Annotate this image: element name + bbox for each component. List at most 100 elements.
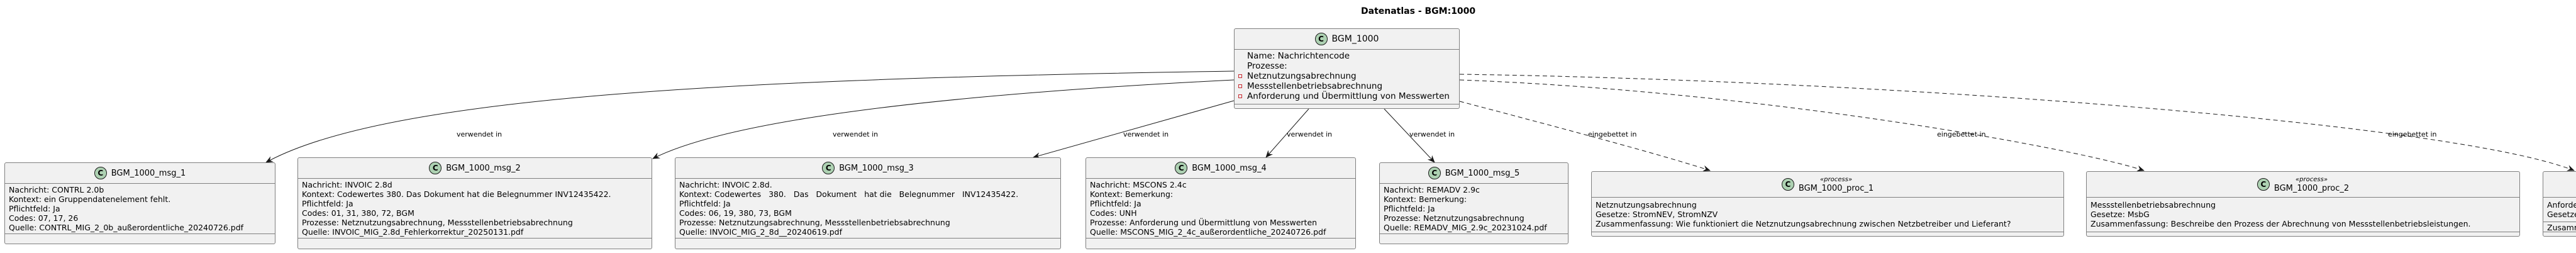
field-line: Gesetze: [2547,210,2576,219]
class-name: BGM_1000_msg_3 [839,163,914,173]
field-line: Nachricht: INVOIC 2.8d [302,180,392,189]
class-header: C BGM_1000_msg_2 [298,158,652,179]
field-line: Netznutzungsabrechnung [1596,200,1697,210]
field-line: Anforderung und Übermittlung von Messwer… [2547,200,2576,210]
attribute: Name: Nachrichtencode [1247,51,1350,61]
class-msg-3[interactable]: C BGM_1000_msg_3 Nachricht: INVOIC 2.8d.… [675,157,1061,249]
process-item: Anforderung und Übermittlung von Messwer… [1238,91,1459,101]
edge-msg-4 [1265,108,1309,158]
private-bullet-icon [1238,94,1242,98]
field-line: Codes: 07, 17, 26 [9,213,79,223]
class-body: Nachricht: REMADV 2.9c Kontext: Bemerkun… [1380,183,1568,234]
field-line: Zusammenfassung: Wie funktioniert die Ne… [1596,219,2011,228]
class-proc-2[interactable]: C «process» BGM_1000_proc_2 Messstellenb… [2086,171,2520,237]
class-body: Nachricht: INVOIC 2.8d Kontext: Codewert… [298,178,652,239]
edge-proc-2 [1459,79,2145,172]
field-line: Nachricht: INVOIC 2.8d. [679,180,772,189]
field-line: Zusammenfassung: [2547,223,2576,232]
edge-msg-3 [1033,100,1235,159]
field-line: Gesetze: MsbG [2090,210,2150,219]
class-body: Name: Nachrichtencode Prozesse: Netznutz… [1235,49,1459,104]
class-header: C «process» BGM_1000_proc_2 [2087,172,2519,198]
class-name: BGM_1000_proc_2 [2273,183,2350,193]
field-line: Kontext: Codewertes 380. Das Dokument ha… [302,189,611,199]
edge-label: verwendet in [1409,130,1455,138]
class-icon: C [2257,178,2270,191]
field-line: Pflichtfeld: Ja [1384,204,1435,213]
field-line: Quelle: INVOIC_MIG_2_8d__20240619.pdf [679,227,843,237]
field-line: Codes: 01, 31, 380, 72, BGM [302,208,414,218]
edge-label: eingebettet in [1588,130,1637,138]
class-msg-2[interactable]: C BGM_1000_msg_2 Nachricht: INVOIC 2.8d … [297,157,652,249]
field-line: Nachricht: CONTRL 2.0b [9,185,104,194]
field-line: Pflichtfeld: Ja [9,204,60,213]
field-line: Kontext: Codewertes 380. Das Dokument ha… [679,189,1019,199]
field-line: Pflichtfeld: Ja [679,199,731,208]
class-proc-3[interactable]: Anforderung und Übermittlung von Messwer… [2543,171,2576,237]
edge-msg-1 [265,70,1235,163]
class-msg-4[interactable]: C BGM_1000_msg_4 Nachricht: MSCONS 2.4c … [1085,157,1356,249]
class-name: BGM_1000_msg_4 [1192,163,1267,173]
field-line: Kontext: Bemerkung: [1384,194,1467,204]
class-header: C BGM_1000_msg_5 [1380,163,1568,184]
class-icon: C [429,162,442,174]
field-line: Gesetze: StromNEV, StromNZV [1596,210,1718,219]
class-body: Nachricht: MSCONS 2.4c Kontext: Bemerkun… [1086,178,1355,239]
field-line: Messstellenbetriebsabrechnung [2090,200,2216,210]
private-bullet-icon [1238,74,1242,78]
field-line: Quelle: CONTRL_MIG_2_0b_außerordentliche… [9,223,244,232]
field-line: Pflichtfeld: Ja [302,199,353,208]
edge-label: verwendet in [1287,130,1332,138]
class-icon: C [1428,167,1441,179]
process-item: Messstellenbetriebsabrechnung [1238,81,1459,91]
attribute: Prozesse: [1247,61,1287,71]
class-name: BGM_1000_msg_5 [1445,168,1520,178]
field-line: Pflichtfeld: Ja [1090,199,1141,208]
class-header: C BGM_1000_msg_3 [675,158,1060,179]
edge-label: verwendet in [833,130,878,138]
edge-label: verwendet in [1123,130,1169,138]
class-body: Netznutzungsabrechnung Gesetze: StromNEV… [1592,197,2063,232]
class-header: C «process» BGM_1000_proc_1 [1592,172,2063,198]
private-bullet-icon [1238,84,1242,88]
class-bgm-1000[interactable]: C BGM_1000 Name: Nachrichtencode Prozess… [1234,28,1460,109]
field-line: Kontext: ein Gruppendatenelement fehlt. [9,194,171,204]
edge-label: eingebettet in [2388,130,2437,138]
class-title: «process» BGM_1000_proc_1 [1799,176,1874,193]
class-icon: C [1781,178,1794,191]
edge-proc-1 [1459,101,1711,172]
field-line: Quelle: MSCONS_MIG_2_4c_außerordentliche… [1090,227,1326,237]
class-icon: C [1175,162,1188,174]
class-name: BGM_1000_msg_2 [446,163,521,173]
class-header: C BGM_1000_msg_1 [5,163,275,184]
class-msg-1[interactable]: C BGM_1000_msg_1 Nachricht: CONTRL 2.0b … [4,162,275,244]
field-line: Zusammenfassung: Beschreibe den Prozess … [2090,219,2471,228]
class-proc-1[interactable]: C «process» BGM_1000_proc_1 Netznutzungs… [1591,171,2064,237]
field-line: Prozesse: Netznutzungsabrechnung [1384,213,1524,223]
class-body: Nachricht: CONTRL 2.0b Kontext: ein Grup… [5,183,275,234]
process-item: Netznutzungsabrechnung [1238,71,1459,81]
class-body: Nachricht: INVOIC 2.8d. Kontext: Codewer… [675,178,1060,239]
field-line: Prozesse: Anforderung und Übermittlung v… [1090,218,1318,227]
class-body-2: Zusammenfassung: [2543,222,2576,232]
edge-msg-2 [652,79,1235,159]
edge-label: eingebettet in [1937,130,1986,138]
field-line: Nachricht: REMADV 2.9c [1384,185,1480,194]
class-title: «process» BGM_1000_proc_2 [2274,176,2349,193]
class-header: C BGM_1000_msg_4 [1086,158,1355,179]
class-body: Anforderung und Übermittlung von Messwer… [2543,197,2576,222]
field-line: Quelle: REMADV_MIG_2.9c_20231024.pdf [1384,223,1547,232]
stereotype: «process» [1820,176,1852,183]
class-msg-5[interactable]: C BGM_1000_msg_5 Nachricht: REMADV 2.9c … [1379,162,1568,244]
field-line: Quelle: INVOIC_MIG_2.8d_Fehlerkorrektur_… [302,227,524,237]
stereotype: «process» [2296,176,2328,183]
class-name: BGM_1000 [1331,34,1379,44]
class-icon: C [94,167,107,179]
edge-label: verwendet in [457,130,502,138]
field-line: Prozesse: Netznutzungsabrechnung, Messst… [302,218,573,227]
edge-proc-3 [1459,74,2575,171]
class-header [2543,172,2576,198]
class-icon: C [1314,33,1328,45]
class-body: Messstellenbetriebsabrechnung Gesetze: M… [2087,197,2519,232]
